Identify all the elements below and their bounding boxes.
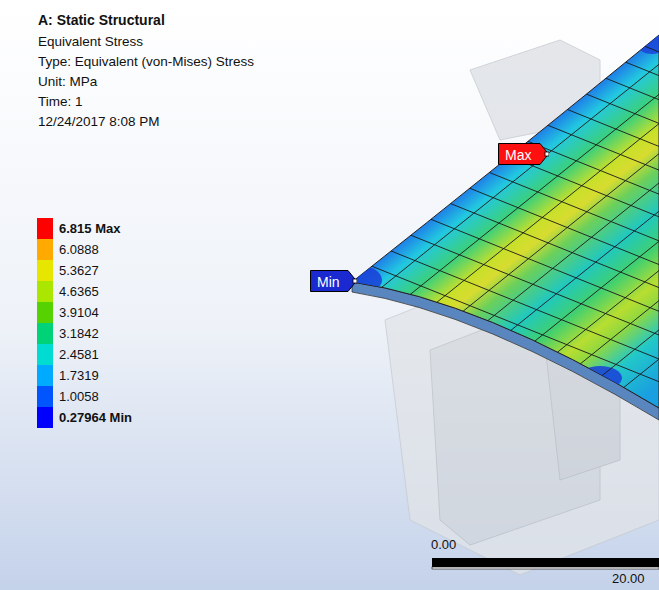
legend-value: 0.27964 Min — [59, 410, 132, 425]
legend-swatch — [37, 407, 53, 428]
scale-bar — [432, 558, 659, 567]
result-title: A: Static Structural — [38, 12, 165, 28]
legend-value: 3.1842 — [59, 326, 99, 341]
legend-value: 6.815 Max — [59, 221, 120, 236]
legend-swatch — [37, 218, 53, 239]
result-type: Type: Equivalent (von-Mises) Stress — [38, 54, 254, 69]
legend-swatch — [37, 281, 53, 302]
probe-label: Min — [310, 274, 340, 290]
max-probe-tag: Max — [498, 143, 549, 165]
result-date: 12/24/2017 8:08 PM — [38, 114, 160, 129]
result-unit: Unit: MPa — [38, 74, 97, 89]
legend-value: 1.0058 — [59, 389, 99, 404]
result-name: Equivalent Stress — [38, 34, 143, 49]
probe-label: Max — [498, 147, 531, 163]
legend-swatch — [37, 260, 53, 281]
legend-swatch — [37, 323, 53, 344]
legend-swatch — [37, 239, 53, 260]
legend-value: 6.0888 — [59, 242, 99, 257]
min-probe-tag: Min — [310, 270, 357, 292]
result-time: Time: 1 — [38, 94, 83, 109]
legend-value: 4.6365 — [59, 284, 99, 299]
legend-value: 5.3627 — [59, 263, 99, 278]
scale-value: 0.00 — [431, 537, 456, 552]
legend-swatch — [37, 302, 53, 323]
legend-value: 1.7319 — [59, 368, 99, 383]
legend-swatch — [37, 344, 53, 365]
legend-swatch — [37, 365, 53, 386]
scale-value: 20.00 — [612, 571, 645, 586]
mesh — [305, 4, 659, 528]
legend-swatch — [37, 386, 53, 407]
legend-value: 2.4581 — [59, 347, 99, 362]
legend-value: 3.9104 — [59, 305, 99, 320]
